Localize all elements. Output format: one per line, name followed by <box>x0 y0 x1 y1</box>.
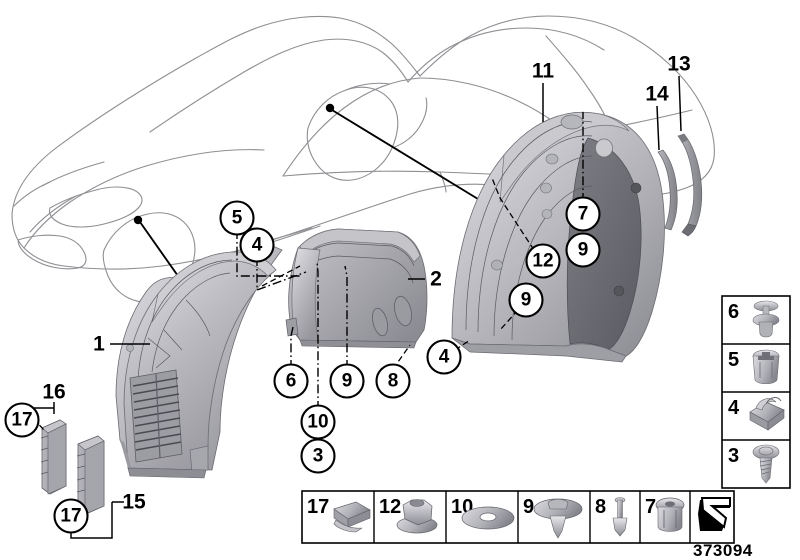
circle-label-17a: 17 <box>11 410 32 431</box>
callout-11: 11 <box>532 60 555 83</box>
blind-rivet-icon <box>612 497 628 537</box>
circle-label-9a: 9 <box>342 371 353 392</box>
part-16-bracket <box>40 419 67 495</box>
circle-label-4b: 4 <box>439 347 450 368</box>
circle-label-5: 5 <box>232 208 243 229</box>
legend-number-7: 7 <box>645 496 656 518</box>
part-11-rear-wheel-arch-liner <box>451 111 665 363</box>
part-14-cover-strip <box>657 149 678 231</box>
circle-callout-5: 5 <box>219 200 255 236</box>
circle-callout-9-rear-lower: 9 <box>508 282 544 318</box>
legend-number-12: 12 <box>379 496 401 518</box>
circle-callout-9-rear: 9 <box>565 232 601 268</box>
part-13-cover-strip <box>677 133 703 237</box>
plain-callout-labels: 1 2 11 13 14 15 16 <box>42 53 690 514</box>
circle-label-6: 6 <box>286 371 297 392</box>
circle-label-17b: 17 <box>60 506 81 527</box>
callout-2: 2 <box>430 268 442 291</box>
callout-14: 14 <box>645 83 669 106</box>
legend-number-3: 3 <box>728 445 739 467</box>
part-15-bracket <box>76 435 105 515</box>
legend-number-6: 6 <box>728 301 739 323</box>
circle-callout-10: 10 <box>300 404 336 440</box>
circle-callout-7: 7 <box>565 196 601 232</box>
spring-nut-clip-icon <box>333 501 371 533</box>
circle-label-7: 7 <box>578 204 589 225</box>
callout-1: 1 <box>93 333 105 356</box>
circle-label-8: 8 <box>388 371 399 392</box>
ventilation-grille <box>129 369 183 463</box>
circle-label-3: 3 <box>313 446 324 467</box>
circle-label-10: 10 <box>307 412 328 433</box>
fastener-legend-horizontal: 17 12 10 9 8 <box>301 490 735 544</box>
circle-callout-4-lower: 4 <box>426 339 462 375</box>
threaded-insert-icon <box>655 497 685 532</box>
callout-16: 16 <box>42 381 65 404</box>
circled-callouts: 5 4 6 9 8 10 3 4 <box>4 196 601 534</box>
legend-number-9: 9 <box>523 496 534 518</box>
pan-head-screw-icon <box>752 444 780 484</box>
drawing-number: 373094 <box>693 541 753 560</box>
spring-clip-icon <box>749 397 785 431</box>
legend-number-8: 8 <box>595 496 606 518</box>
circle-label-9b: 9 <box>578 240 589 261</box>
expanding-rivet-icon <box>752 300 780 338</box>
circle-label-12: 12 <box>532 251 553 272</box>
flange-hex-nut-icon <box>396 499 438 534</box>
legend-number-5: 5 <box>728 349 739 371</box>
circle-callout-12: 12 <box>525 243 561 279</box>
flat-washer-icon <box>461 506 515 530</box>
circle-callout-17-left: 17 <box>4 402 40 438</box>
part-2-front-liner-rear-section <box>285 228 428 349</box>
circle-callout-4-upper: 4 <box>239 227 275 263</box>
circle-callout-17-right: 17 <box>53 498 89 534</box>
circle-callout-6: 6 <box>273 363 309 399</box>
legend-number-17: 17 <box>307 496 329 518</box>
circle-callout-3: 3 <box>300 438 336 474</box>
circle-callout-9-front: 9 <box>329 363 365 399</box>
callout-15: 15 <box>122 491 146 514</box>
legend-number-4: 4 <box>728 397 740 419</box>
part-1-front-wheel-arch-liner <box>115 243 283 479</box>
fastener-legend-vertical: 6 5 4 3 <box>721 295 791 489</box>
plastic-push-rivet-icon <box>533 498 583 539</box>
circle-callout-8: 8 <box>375 363 411 399</box>
direction-arrow-icon <box>698 497 731 531</box>
circle-label-4a: 4 <box>252 235 263 256</box>
callout-13: 13 <box>667 53 690 76</box>
circle-label-9c: 9 <box>521 290 532 311</box>
socket-grommet-icon <box>752 349 780 385</box>
